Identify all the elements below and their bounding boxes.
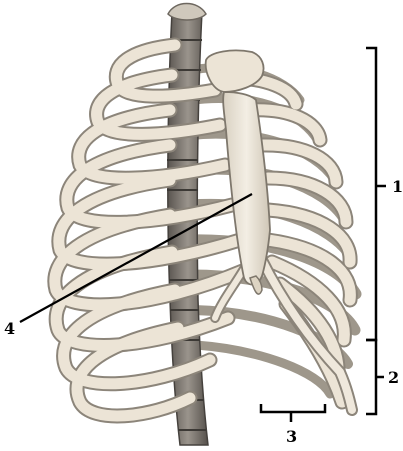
bracket-1: [366, 48, 376, 340]
label-4: 4: [4, 319, 15, 338]
label-3: 3: [286, 427, 297, 446]
bracket-3: [261, 404, 325, 412]
label-2: 2: [388, 368, 399, 387]
bracket-2: [366, 340, 376, 414]
label-1: 1: [392, 177, 403, 196]
sternal-body: [223, 92, 270, 285]
